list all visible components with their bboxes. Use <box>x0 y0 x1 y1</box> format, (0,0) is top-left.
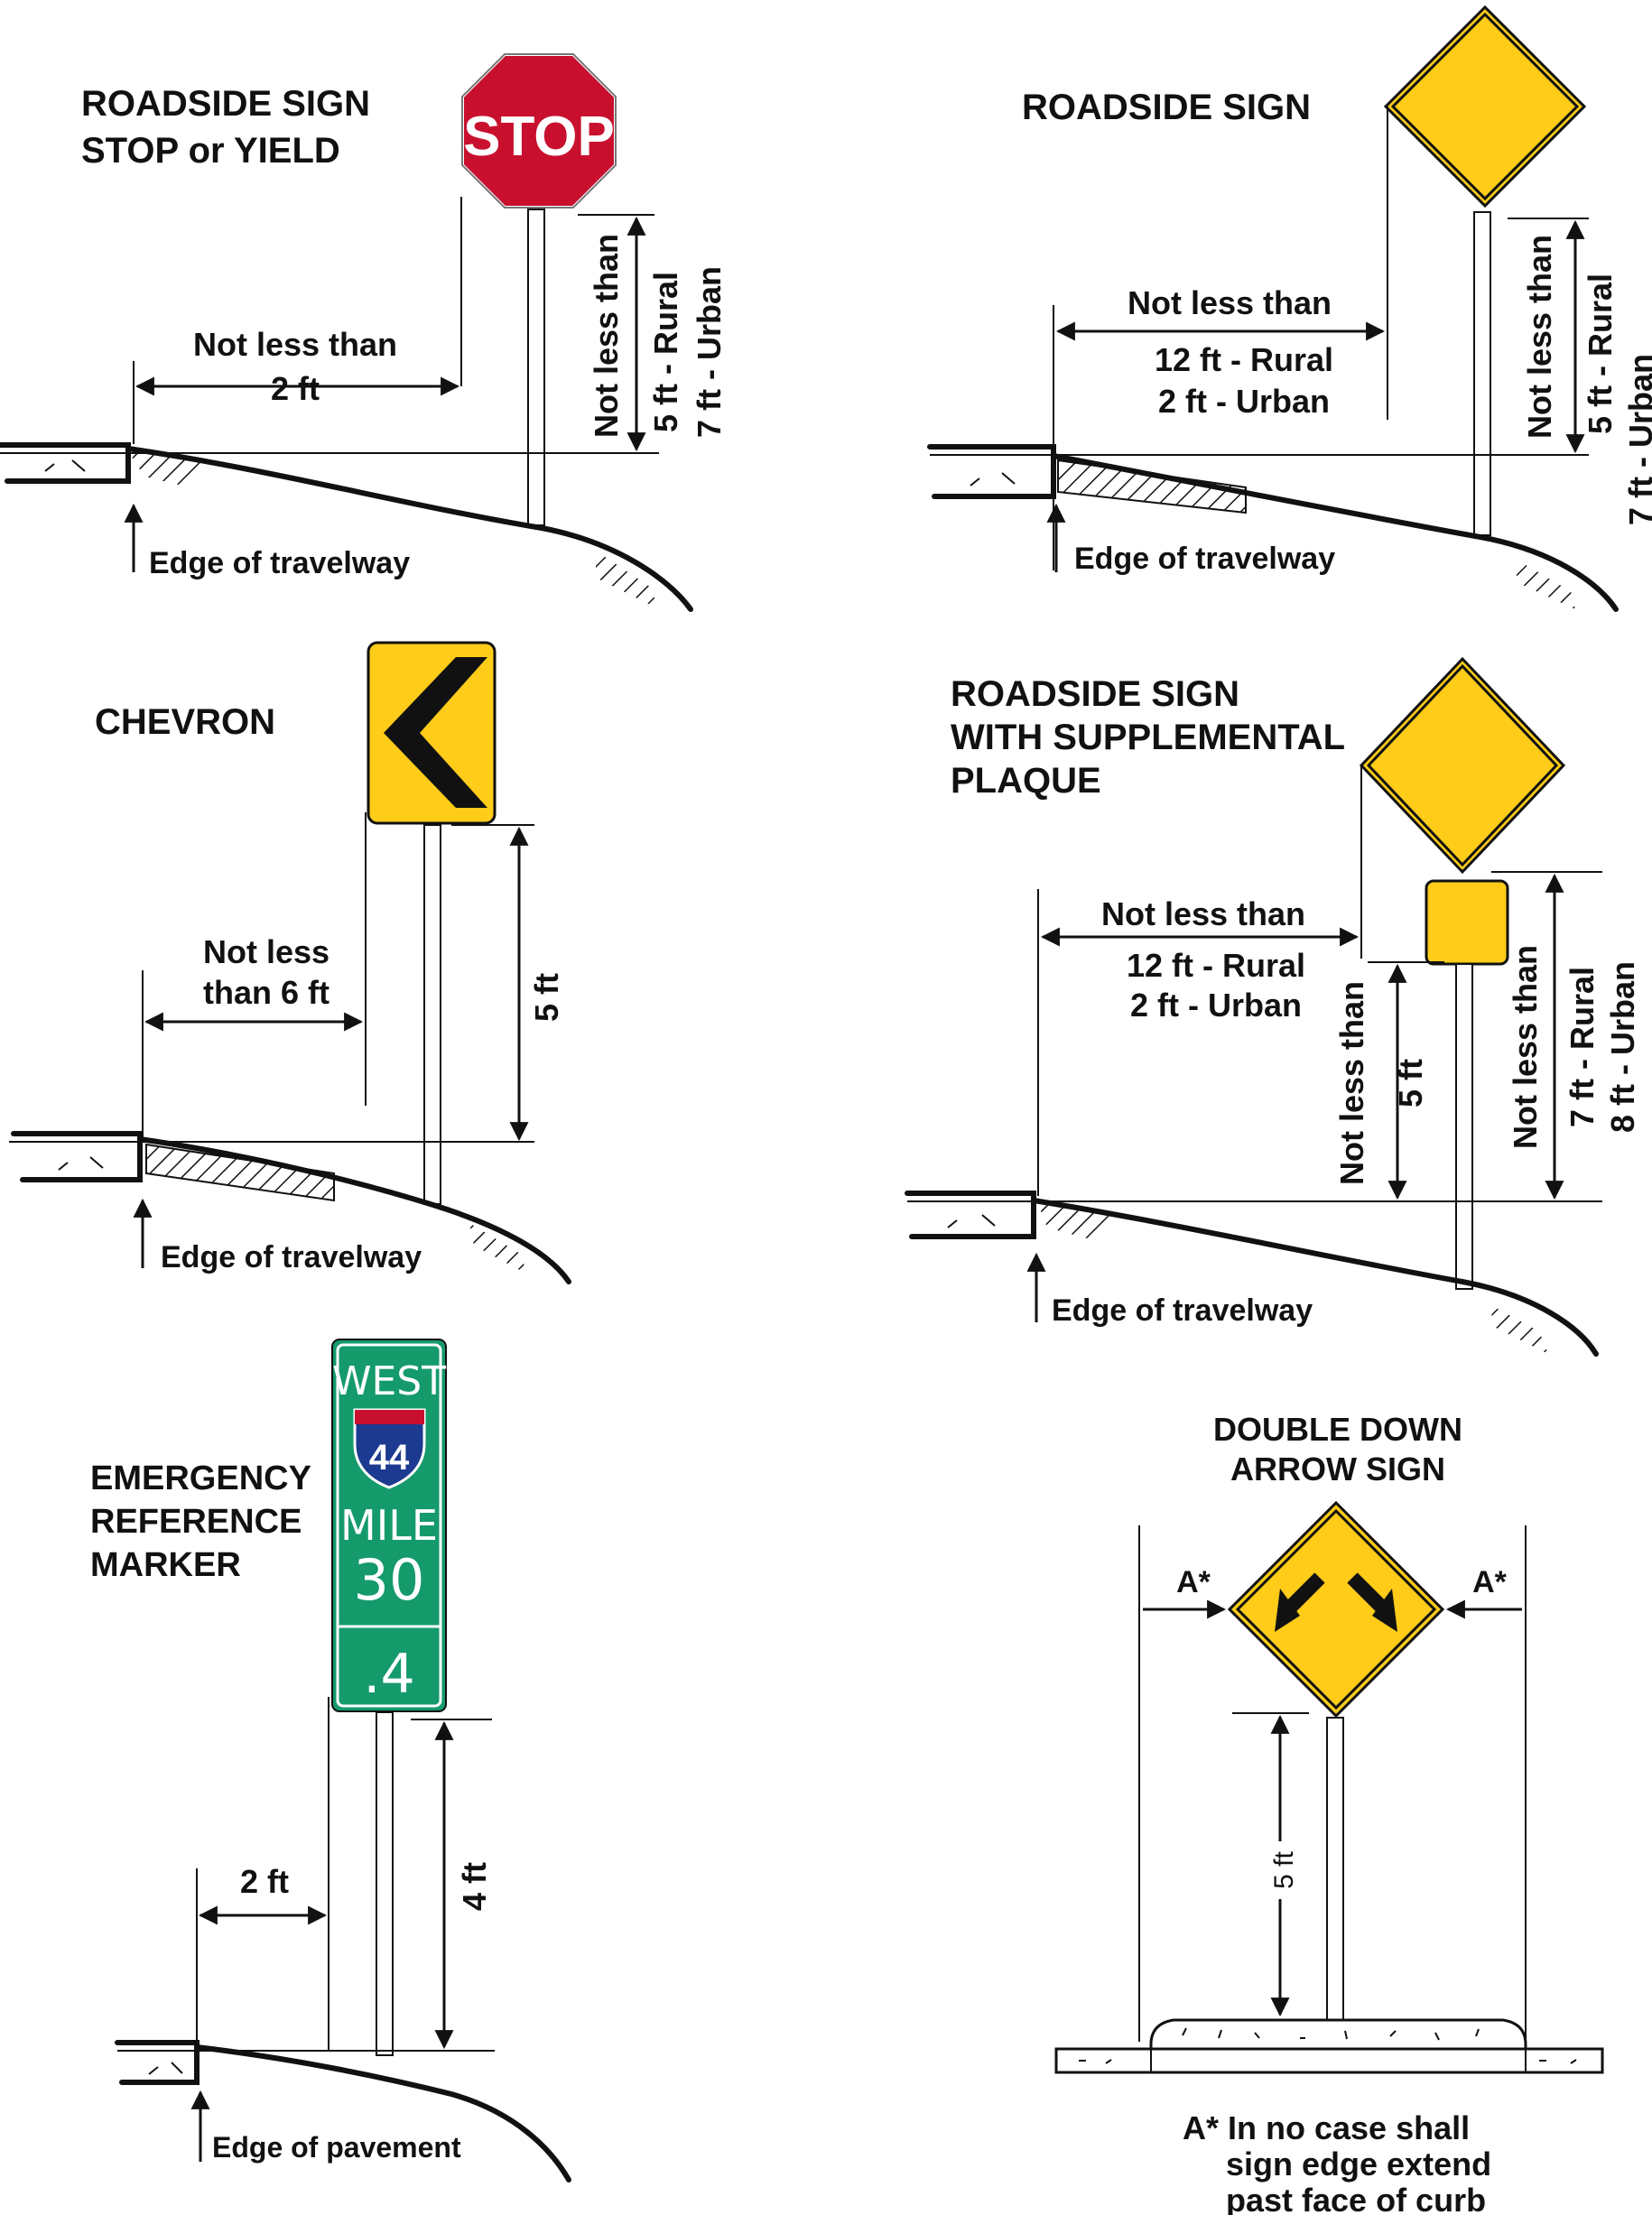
roadside-vert-urban: 7 ft - Urban <box>1622 354 1652 525</box>
roadside-vert-rural: 5 ft - Rural <box>1582 273 1619 434</box>
marker-horiz-label: 2 ft <box>240 1863 289 1900</box>
stop-title-line2: STOP or YIELD <box>81 131 340 171</box>
marker-mile-word: MILE <box>340 1501 438 1550</box>
roadside-vert-label: Not less than <box>1521 235 1558 439</box>
marker-vert-label: 4 ft <box>456 1862 493 1911</box>
roadway-base <box>1054 2047 1604 2074</box>
panel-double-down-arrow: DOUBLE DOWN ARROW SIGN A* A* 5 ft A* In … <box>1054 1411 1604 2215</box>
roadside-title: ROADSIDE SIGN <box>1022 88 1311 127</box>
stop-edge-label: Edge of travelway <box>149 546 410 580</box>
double-down-note-line3: past face of curb <box>1226 2182 1486 2215</box>
stop-horiz-label-2: 2 ft <box>271 370 320 407</box>
marker-post <box>376 1711 394 2056</box>
down-right-arrow-icon <box>1347 1572 1397 1632</box>
stop-sign-text: STOP <box>463 106 615 168</box>
stop-vert-urban: 7 ft - Urban <box>691 266 728 438</box>
chevron-title: CHEVRON <box>95 702 275 742</box>
roadside-curb <box>927 444 1056 499</box>
a-left-label: A* <box>1176 1565 1211 1599</box>
supplemental-plaque <box>1425 879 1509 966</box>
panel-chevron-sign: CHEVRON Not less than 6 ft 5 ft Edge of … <box>9 641 571 1284</box>
down-left-arrow-icon <box>1275 1572 1325 1632</box>
chevron-vert-label: 5 ft <box>528 973 565 1022</box>
plaque-title-line1: ROADSIDE SIGN <box>951 674 1239 714</box>
roadside-horiz-rural: 12 ft - Rural <box>1155 341 1333 378</box>
plaque-post <box>1455 963 1473 1290</box>
chevron-slope-hatch <box>145 1143 335 1202</box>
plaque-outer-urban: 8 ft - Urban <box>1604 961 1641 1133</box>
marker-route-number: 44 <box>369 1438 410 1478</box>
stop-slope-hatch <box>128 451 217 487</box>
marker-curb <box>115 2040 200 2085</box>
plaque-title-line2: WITH SUPPLEMENTAL <box>951 718 1345 757</box>
chevron-horiz-label-1: Not less <box>203 933 329 970</box>
reference-marker-sign: WEST 44 MILE 30 .4 <box>331 1339 447 1712</box>
plaque-curb <box>905 1191 1036 1239</box>
plaque-outer-rural: 7 ft - Rural <box>1564 967 1601 1127</box>
roadside-slope-hatch <box>1057 459 1247 514</box>
marker-direction: WEST <box>332 1358 446 1404</box>
plaque-inner-label: Not less than <box>1333 981 1370 1185</box>
chevron-curb <box>11 1131 143 1182</box>
double-down-title-line2: ARROW SIGN <box>1230 1450 1445 1487</box>
marker-tenth: .4 <box>363 1643 414 1706</box>
plaque-slope-hatch <box>1038 1204 1124 1241</box>
double-down-title-line1: DOUBLE DOWN <box>1213 1411 1462 1448</box>
roadside-horiz-urban: 2 ft - Urban <box>1158 383 1330 420</box>
plaque-horiz-urban: 2 ft - Urban <box>1130 987 1302 1024</box>
stop-post <box>527 209 545 526</box>
chevron-sign <box>367 641 497 825</box>
marker-ground-profile <box>194 2044 571 2183</box>
chevron-horiz-label-2: than 6 ft <box>203 974 329 1011</box>
raised-median-curb <box>1149 2018 1527 2051</box>
stop-ground-profile <box>125 446 693 612</box>
double-down-arrow-sign <box>1227 1500 1445 1719</box>
a-right-label: A* <box>1472 1565 1508 1599</box>
marker-edge-label: Edge of pavement <box>212 2131 461 2164</box>
plaque-inner-value: 5 ft <box>1392 1059 1429 1108</box>
double-down-note-line1: A* In no case shall <box>1183 2109 1470 2146</box>
stop-sign: STOP <box>460 52 617 209</box>
roadside-edge-label: Edge of travelway <box>1074 542 1335 576</box>
marker-mile-number: 30 <box>354 1547 425 1613</box>
panel-stop-sign: ROADSIDE SIGN STOP or YIELD STOP Not les… <box>0 52 728 612</box>
plaque-edge-label: Edge of travelway <box>1052 1293 1313 1328</box>
roadside-warning-sign <box>1383 5 1587 209</box>
double-down-vert-label: 5 ft <box>1269 1850 1299 1888</box>
stop-curb <box>0 442 131 484</box>
double-down-post <box>1326 1717 1344 2048</box>
stop-horiz-label-1: Not less than <box>193 326 397 363</box>
chevron-ground-profile <box>137 1136 571 1284</box>
marker-title-line2: REFERENCE <box>90 1503 302 1541</box>
plaque-outer-label: Not less than <box>1507 945 1544 1149</box>
chevron-edge-label: Edge of travelway <box>161 1240 422 1274</box>
interstate-shield-icon <box>353 1408 426 1489</box>
stop-vert-label: Not less than <box>588 234 625 438</box>
roadside-post <box>1473 211 1491 536</box>
marker-title-line3: MARKER <box>90 1546 241 1584</box>
panel-plaque-sign: ROADSIDE SIGN WITH SUPPLEMENTAL PLAQUE N… <box>905 656 1641 1357</box>
stop-title-line1: ROADSIDE SIGN <box>81 84 370 124</box>
chevron-post <box>423 824 441 1205</box>
marker-title-line1: EMERGENCY <box>90 1460 311 1497</box>
panel-roadside-sign: ROADSIDE SIGN Not less than 12 ft - Rura… <box>927 5 1652 612</box>
panel-reference-marker: EMERGENCY REFERENCE MARKER WEST 44 MILE … <box>90 1339 571 2183</box>
plaque-ground-profile <box>1031 1198 1599 1357</box>
roadside-horiz-label: Not less than <box>1128 284 1332 321</box>
plaque-horiz-rural: 12 ft - Rural <box>1127 947 1305 984</box>
stop-vert-rural: 5 ft - Rural <box>647 272 684 432</box>
double-down-note-line2: sign edge extend <box>1226 2145 1491 2183</box>
plaque-title-line3: PLAQUE <box>951 761 1101 801</box>
plaque-horiz-label: Not less than <box>1101 895 1305 932</box>
plaque-warning-sign <box>1359 656 1566 875</box>
chevron-arrow-icon <box>384 657 487 808</box>
